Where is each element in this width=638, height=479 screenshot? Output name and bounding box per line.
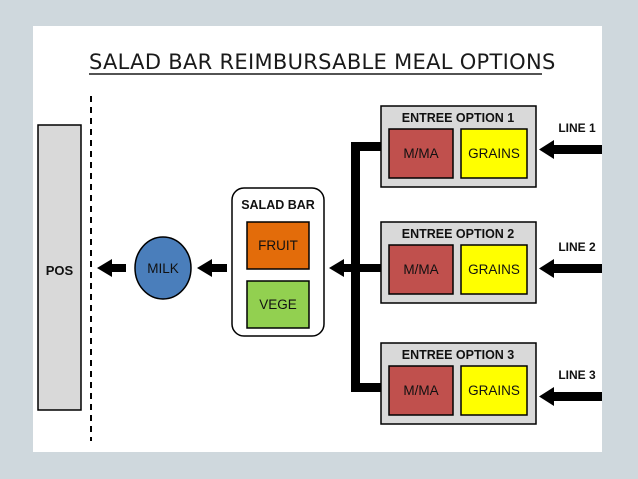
entree-label: ENTREE OPTION 1 xyxy=(402,111,515,125)
vege-label: VEGE xyxy=(259,297,297,312)
connector-option-2 xyxy=(360,264,383,272)
slide: SALAD BAR REIMBURSABLE MEAL OPTIONS POS … xyxy=(33,26,602,452)
flow-diagram: SALAD BAR REIMBURSABLE MEAL OPTIONS POS … xyxy=(37,50,602,441)
line-label: LINE 2 xyxy=(558,240,596,254)
entree-label: ENTREE OPTION 3 xyxy=(402,348,515,362)
connector-option-1 xyxy=(351,142,383,151)
entree-option-2: ENTREE OPTION 2 M/MA GRAINS LINE 2 xyxy=(380,221,602,304)
vege-box xyxy=(246,280,310,329)
mma-box xyxy=(388,128,454,179)
salad-bar-label: SALAD BAR xyxy=(241,198,315,212)
entree-label: ENTREE OPTION 2 xyxy=(402,227,515,241)
arrow-milk-to-pos xyxy=(97,259,126,277)
connector-option-3 xyxy=(351,383,383,392)
grains-label: GRAINS xyxy=(468,146,520,161)
grains-box xyxy=(460,128,528,179)
fruit-label: FRUIT xyxy=(258,238,298,253)
arrow-bracket-to-saladbar xyxy=(329,259,360,277)
page-title: SALAD BAR REIMBURSABLE MEAL OPTIONS xyxy=(89,50,556,74)
fruit-box xyxy=(246,221,310,270)
grains-box xyxy=(460,365,528,416)
milk-label: MILK xyxy=(147,261,179,276)
grains-label: GRAINS xyxy=(468,383,520,398)
line-label: LINE 3 xyxy=(558,368,596,382)
milk-circle xyxy=(134,236,192,300)
mma-label: M/MA xyxy=(403,262,438,277)
collector-bar xyxy=(351,142,360,392)
pos-label: POS xyxy=(46,263,74,278)
mma-label: M/MA xyxy=(403,146,438,161)
arrow-saladbar-to-milk xyxy=(197,259,227,277)
arrow-line-3 xyxy=(539,387,602,406)
arrow-line-2 xyxy=(539,259,602,278)
grains-box xyxy=(460,244,528,295)
arrow-line-1 xyxy=(539,140,602,159)
mma-box xyxy=(388,244,454,295)
entree-option-3: ENTREE OPTION 3 M/MA GRAINS LINE 3 xyxy=(380,342,602,425)
pos-box xyxy=(37,124,82,411)
grains-label: GRAINS xyxy=(468,262,520,277)
mma-label: M/MA xyxy=(403,383,438,398)
line-label: LINE 1 xyxy=(558,121,596,135)
mma-box xyxy=(388,365,454,416)
entree-option-1: ENTREE OPTION 1 M/MA GRAINS LINE 1 xyxy=(380,105,602,188)
